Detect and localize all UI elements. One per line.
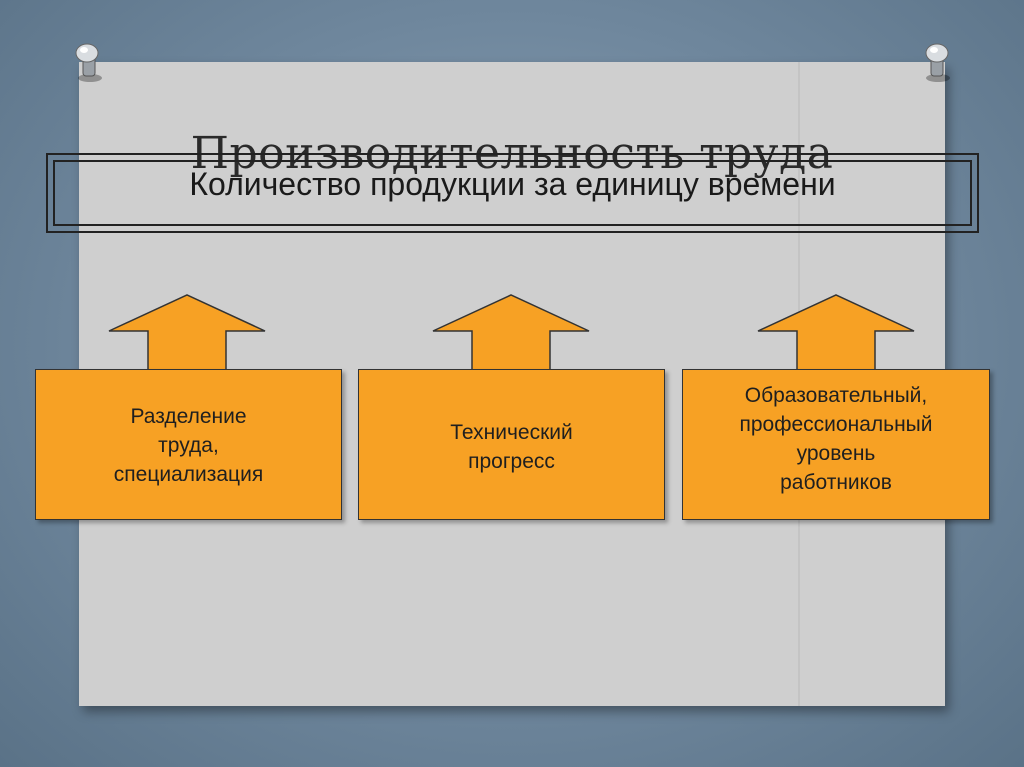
pushpin-icon xyxy=(75,43,102,82)
definition-box-outer xyxy=(46,153,979,233)
factor-card-technical-progress: Технический прогресс xyxy=(358,369,665,520)
pushpin-icon xyxy=(925,43,950,82)
up-arrow-icon xyxy=(432,294,590,372)
factor-card-education-level: Образовательный, профессиональный уровен… xyxy=(682,369,990,520)
definition-text: Количество продукции за единицу времени xyxy=(189,166,836,202)
factor-label: Образовательный, профессиональный уровен… xyxy=(739,384,933,494)
up-arrow-icon xyxy=(757,294,915,372)
factor-label: Технический прогресс xyxy=(450,421,573,473)
up-arrow-icon xyxy=(108,294,266,372)
factor-label: Разделение труда, специализация xyxy=(113,405,264,486)
definition-box-inner xyxy=(53,160,972,226)
factor-card-division-of-labor: Разделение труда, специализация xyxy=(35,369,342,520)
